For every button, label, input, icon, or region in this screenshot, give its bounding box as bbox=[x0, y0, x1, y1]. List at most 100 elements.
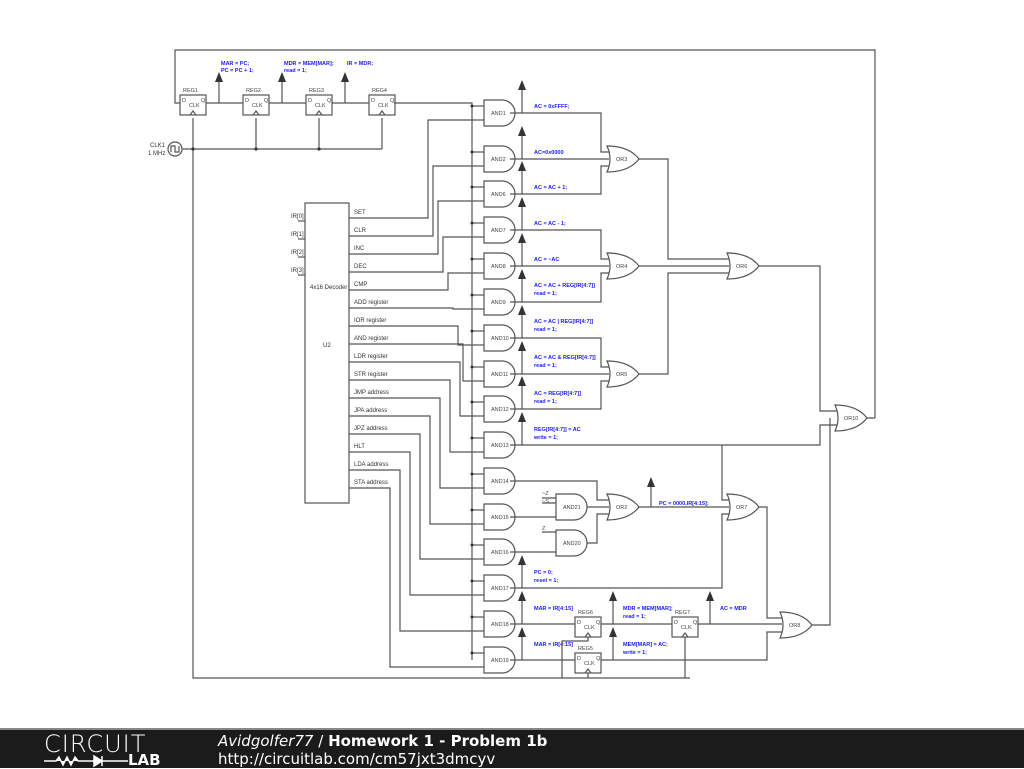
decoder-output-7: AND register bbox=[354, 336, 388, 342]
author-link[interactable]: Avidgolfer77 bbox=[218, 732, 314, 750]
decoder-output-13: HLT bbox=[354, 444, 365, 450]
and-gate-and16[interactable]: AND16 bbox=[483, 538, 516, 566]
and-gate-and19[interactable]: AND19 bbox=[483, 646, 516, 674]
or-gate-or10[interactable]: OR10 bbox=[834, 404, 868, 432]
and-gate-and11[interactable]: AND11 bbox=[483, 360, 516, 388]
annotation-reg7: AC = MDR bbox=[720, 606, 747, 612]
annotation-and18: MAR = IR[4:15] bbox=[534, 606, 573, 612]
pin-clk: CLK bbox=[189, 103, 200, 109]
annotation-and17: PC = 0; bbox=[534, 570, 553, 576]
and-gate-and10[interactable]: AND10 bbox=[483, 324, 516, 352]
pin-d: D bbox=[577, 620, 581, 626]
or-gate-or3[interactable]: OR3 bbox=[606, 145, 640, 173]
annotation-and12: read = 1; bbox=[534, 399, 557, 405]
annotation-and10: AC = AC | REG[IR[4:7]] bbox=[534, 319, 593, 325]
fetch-label-ir: IR = MDR; bbox=[347, 61, 373, 67]
and-gate-and20[interactable]: AND20 bbox=[555, 529, 588, 557]
pin-d: D bbox=[182, 98, 186, 104]
or-gate-or4[interactable]: OR4 bbox=[606, 252, 640, 280]
gate-label: AND19 bbox=[491, 658, 509, 664]
or-gate-or5[interactable]: OR5 bbox=[606, 360, 640, 388]
footer-bar: CIRCUIT LAB Avidgolfer77 / Homework 1 - … bbox=[0, 728, 1024, 769]
decoder-output-5: ADD register bbox=[354, 300, 388, 306]
or-gate-or7[interactable]: OR7 bbox=[726, 493, 760, 521]
pin-q: Q bbox=[264, 98, 269, 104]
resistor-diode-icon bbox=[44, 754, 128, 768]
project-title: Avidgolfer77 / Homework 1 - Problem 1b bbox=[218, 732, 547, 750]
annotation-or2: PC = 0000,IR[4:15]; bbox=[659, 501, 709, 507]
register-label: REG7 bbox=[675, 610, 690, 616]
annotation-and11: read = 1; bbox=[534, 363, 557, 369]
or-gate-or8[interactable]: OR8 bbox=[779, 611, 813, 639]
pin-q: Q bbox=[201, 98, 206, 104]
and-gate-and17[interactable]: AND17 bbox=[483, 574, 516, 602]
and-gate-and2[interactable]: AND2 bbox=[483, 145, 516, 173]
gate-label: AND17 bbox=[491, 586, 509, 592]
gate-label: AND9 bbox=[491, 300, 506, 306]
circuitlab-logo[interactable]: CIRCUIT LAB bbox=[44, 730, 174, 769]
annotation-reg5: MEM[MAR] = AC; bbox=[623, 642, 668, 648]
pin-clk: CLK bbox=[252, 103, 263, 109]
gate-label: AND13 bbox=[491, 443, 509, 449]
and-gate-and1[interactable]: AND1 bbox=[483, 99, 516, 127]
project-url[interactable]: http://circuitlab.com/cm57jxt3dmcyv bbox=[218, 750, 496, 768]
and-gate-and15[interactable]: AND15 bbox=[483, 503, 516, 531]
annotation-and13: REG[IR[4:7]] = AC bbox=[534, 427, 581, 433]
fetch-label-read: read = 1; bbox=[284, 68, 307, 74]
decoder-title: 4x16 Decoder bbox=[310, 285, 347, 291]
and-gate-and8[interactable]: AND8 bbox=[483, 252, 516, 280]
gate-label: AND10 bbox=[491, 336, 509, 342]
gate-label: AND7 bbox=[491, 228, 506, 234]
pin-d: D bbox=[308, 98, 312, 104]
gate-label: AND16 bbox=[491, 550, 509, 556]
decoder-output-1: CLR bbox=[354, 228, 367, 234]
gate-label: OR5 bbox=[616, 372, 627, 378]
and-gate-and21[interactable]: AND21 bbox=[555, 493, 588, 521]
decoder-output-8: LDR register bbox=[354, 354, 388, 360]
not-z-label: ~Z bbox=[542, 491, 549, 497]
pin-d: D bbox=[371, 98, 375, 104]
pin-d: D bbox=[245, 98, 249, 104]
gate-label: AND11 bbox=[491, 372, 508, 378]
decoder-input-1: IR[1] bbox=[291, 232, 304, 238]
fetch-annotations: MAR = PC; PC = PC + 1; MDR = MEM[MAR]; r… bbox=[215, 61, 373, 103]
and-gate-and6[interactable]: AND6 bbox=[483, 180, 516, 208]
and-gate-and13[interactable]: AND13 bbox=[483, 431, 516, 459]
clock-name: CLK1 bbox=[150, 143, 166, 149]
register-label: REG6 bbox=[578, 610, 593, 616]
and-gate-and14[interactable]: AND14 bbox=[483, 467, 516, 495]
gate-label: AND15 bbox=[491, 515, 509, 521]
decoder-output-0: SET bbox=[354, 210, 366, 216]
not-s-label: ~S bbox=[542, 499, 549, 505]
annotation-and1: AC = 0xFFFF; bbox=[534, 104, 570, 110]
annotation-and9: read = 1; bbox=[534, 291, 557, 297]
annotation-and7: AC = AC - 1; bbox=[534, 221, 566, 227]
pin-clk: CLK bbox=[378, 103, 389, 109]
z-label: Z bbox=[542, 526, 546, 532]
and-gate-and18[interactable]: AND18 bbox=[483, 610, 516, 638]
clock-source: CLK1 1 MHz bbox=[148, 118, 690, 679]
and-gate-and7[interactable]: AND7 bbox=[483, 216, 516, 244]
pin-clk: CLK bbox=[681, 625, 692, 631]
annotation-and9: AC = AC + REG[IR[4:7]] bbox=[534, 283, 595, 289]
annotation-and8: AC = ~AC bbox=[534, 257, 559, 263]
decoder-u2: 4x16 Decoder U2 bbox=[304, 202, 350, 504]
decoder-output-14: LDA address bbox=[354, 462, 388, 468]
or-gate-or2[interactable]: OR2 bbox=[606, 493, 640, 521]
and-gate-and12[interactable]: AND12 bbox=[483, 395, 516, 423]
and-gate-and9[interactable]: AND9 bbox=[483, 288, 516, 316]
annotation-reg6: MDR = MEM[MAR]; bbox=[623, 606, 673, 612]
pin-q: Q bbox=[596, 620, 601, 626]
gate-label: AND12 bbox=[491, 407, 509, 413]
register-label: REG3 bbox=[309, 88, 324, 94]
or-gate-or6[interactable]: OR6 bbox=[726, 252, 760, 280]
gate-label: AND14 bbox=[491, 479, 509, 485]
